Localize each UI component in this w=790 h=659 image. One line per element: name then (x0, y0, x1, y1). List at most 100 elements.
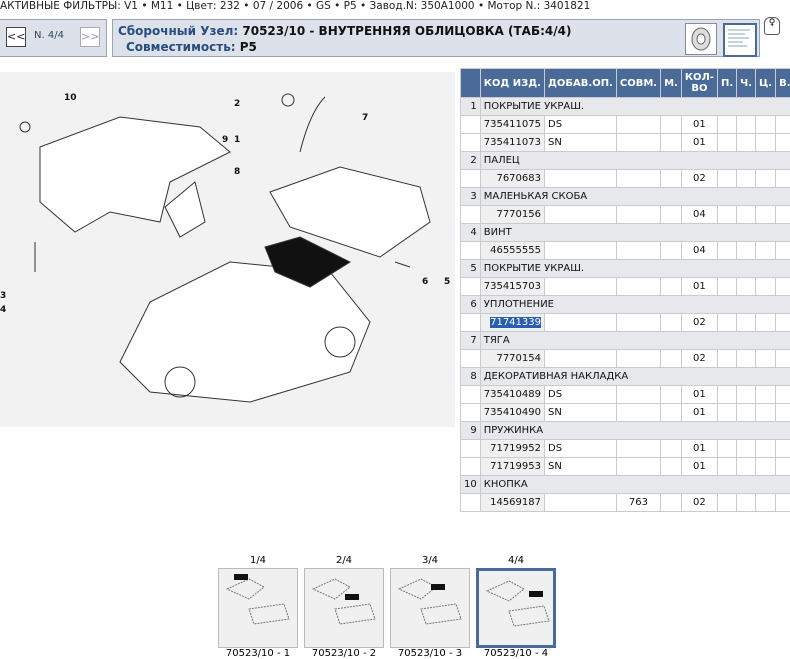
cell-v (776, 242, 790, 260)
group-name: ПОКРЫТИЕ УКРАШ. (480, 98, 790, 116)
next-page-button[interactable]: >> (80, 27, 100, 47)
part-code[interactable]: 735410490 (480, 404, 544, 422)
cell-ts (756, 314, 776, 332)
cell-blank (461, 134, 481, 152)
cell-m (661, 206, 682, 224)
compat (616, 386, 660, 404)
part-code-text[interactable]: 71719953 (490, 461, 541, 472)
part-code-text[interactable]: 735411075 (484, 119, 541, 130)
part-code[interactable]: 7770154 (480, 350, 544, 368)
cell-v (776, 494, 790, 512)
compat: 763 (616, 494, 660, 512)
column-header: Ч. (737, 69, 756, 98)
thumbnail-2[interactable] (304, 568, 384, 648)
part-code-text[interactable]: 735411073 (484, 137, 541, 148)
parts-list-icon[interactable] (723, 23, 757, 57)
cell-v (776, 314, 790, 332)
column-header: М. (661, 69, 682, 98)
part-code[interactable]: 735411073 (480, 134, 544, 152)
cell-p (717, 386, 736, 404)
part-code[interactable]: 14569187 (480, 494, 544, 512)
assembly-title: 70523/10 - ВНУТРЕННЯЯ ОБЛИЦОВКА (ТАБ:4/4… (242, 24, 571, 38)
wheel-icon[interactable] (685, 23, 717, 55)
thumb-caption[interactable]: 70523/10 - 3 (388, 648, 472, 659)
callout-2: 2 (234, 99, 240, 109)
add-op (545, 242, 617, 260)
part-code[interactable]: 46555555 (480, 242, 544, 260)
add-op: DS (545, 440, 617, 458)
thumb-caption[interactable]: 70523/10 - 2 (302, 648, 386, 659)
column-header: ДОБАВ.ОП. (545, 69, 617, 98)
part-code-text[interactable]: 735410489 (484, 389, 541, 400)
compat (616, 116, 660, 134)
prev-page-button[interactable]: << (6, 27, 26, 47)
group-name: УПЛОТНЕНИЕ (480, 296, 790, 314)
thumbnail-3[interactable] (390, 568, 470, 648)
cell-blank (461, 206, 481, 224)
group-number: 7 (461, 332, 481, 350)
cell-p (717, 206, 736, 224)
cell-ts (756, 458, 776, 476)
cell-m (661, 314, 682, 332)
thumb-caption[interactable]: 70523/10 - 4 (474, 648, 558, 659)
part-code-text[interactable]: 71741339 (490, 317, 541, 328)
part-code-text[interactable]: 7670683 (496, 173, 541, 184)
thumbnail-4[interactable] (476, 568, 556, 648)
part-code[interactable]: 71741339 (480, 314, 544, 332)
thumbnail-1[interactable] (218, 568, 298, 648)
part-code-text[interactable]: 14569187 (490, 497, 541, 508)
part-code[interactable]: 735415703 (480, 278, 544, 296)
part-code[interactable]: 735410489 (480, 386, 544, 404)
part-code-text[interactable]: 7770156 (496, 209, 541, 220)
part-code-text[interactable]: 735410490 (484, 407, 541, 418)
thumb-caption[interactable]: 70523/10 - 1 (216, 648, 300, 659)
group-number: 3 (461, 188, 481, 206)
part-code[interactable]: 71719953 (480, 458, 544, 476)
cell-m (661, 242, 682, 260)
add-op: SN (545, 458, 617, 476)
add-op (545, 206, 617, 224)
lightbulb-icon[interactable]: ♀ (764, 17, 780, 35)
cell-blank (461, 440, 481, 458)
cell-blank (461, 278, 481, 296)
part-code[interactable]: 735411075 (480, 116, 544, 134)
cell-v (776, 206, 790, 224)
parts-diagram[interactable]: 10 2 7 9 1 8 3 4 6 5 (0, 72, 455, 427)
part-code[interactable]: 7670683 (480, 170, 544, 188)
part-code-text[interactable]: 735415703 (484, 281, 541, 292)
cell-blank (461, 404, 481, 422)
part-code[interactable]: 71719952 (480, 440, 544, 458)
part-code-text[interactable]: 71719952 (490, 443, 541, 454)
part-code-text[interactable]: 7770154 (496, 353, 541, 364)
cell-ch (737, 386, 756, 404)
column-header: П. (717, 69, 736, 98)
add-op: SN (545, 404, 617, 422)
part-code-text[interactable]: 46555555 (490, 245, 541, 256)
cell-p (717, 404, 736, 422)
compat-value: P5 (240, 40, 257, 54)
part-code[interactable]: 7770156 (480, 206, 544, 224)
